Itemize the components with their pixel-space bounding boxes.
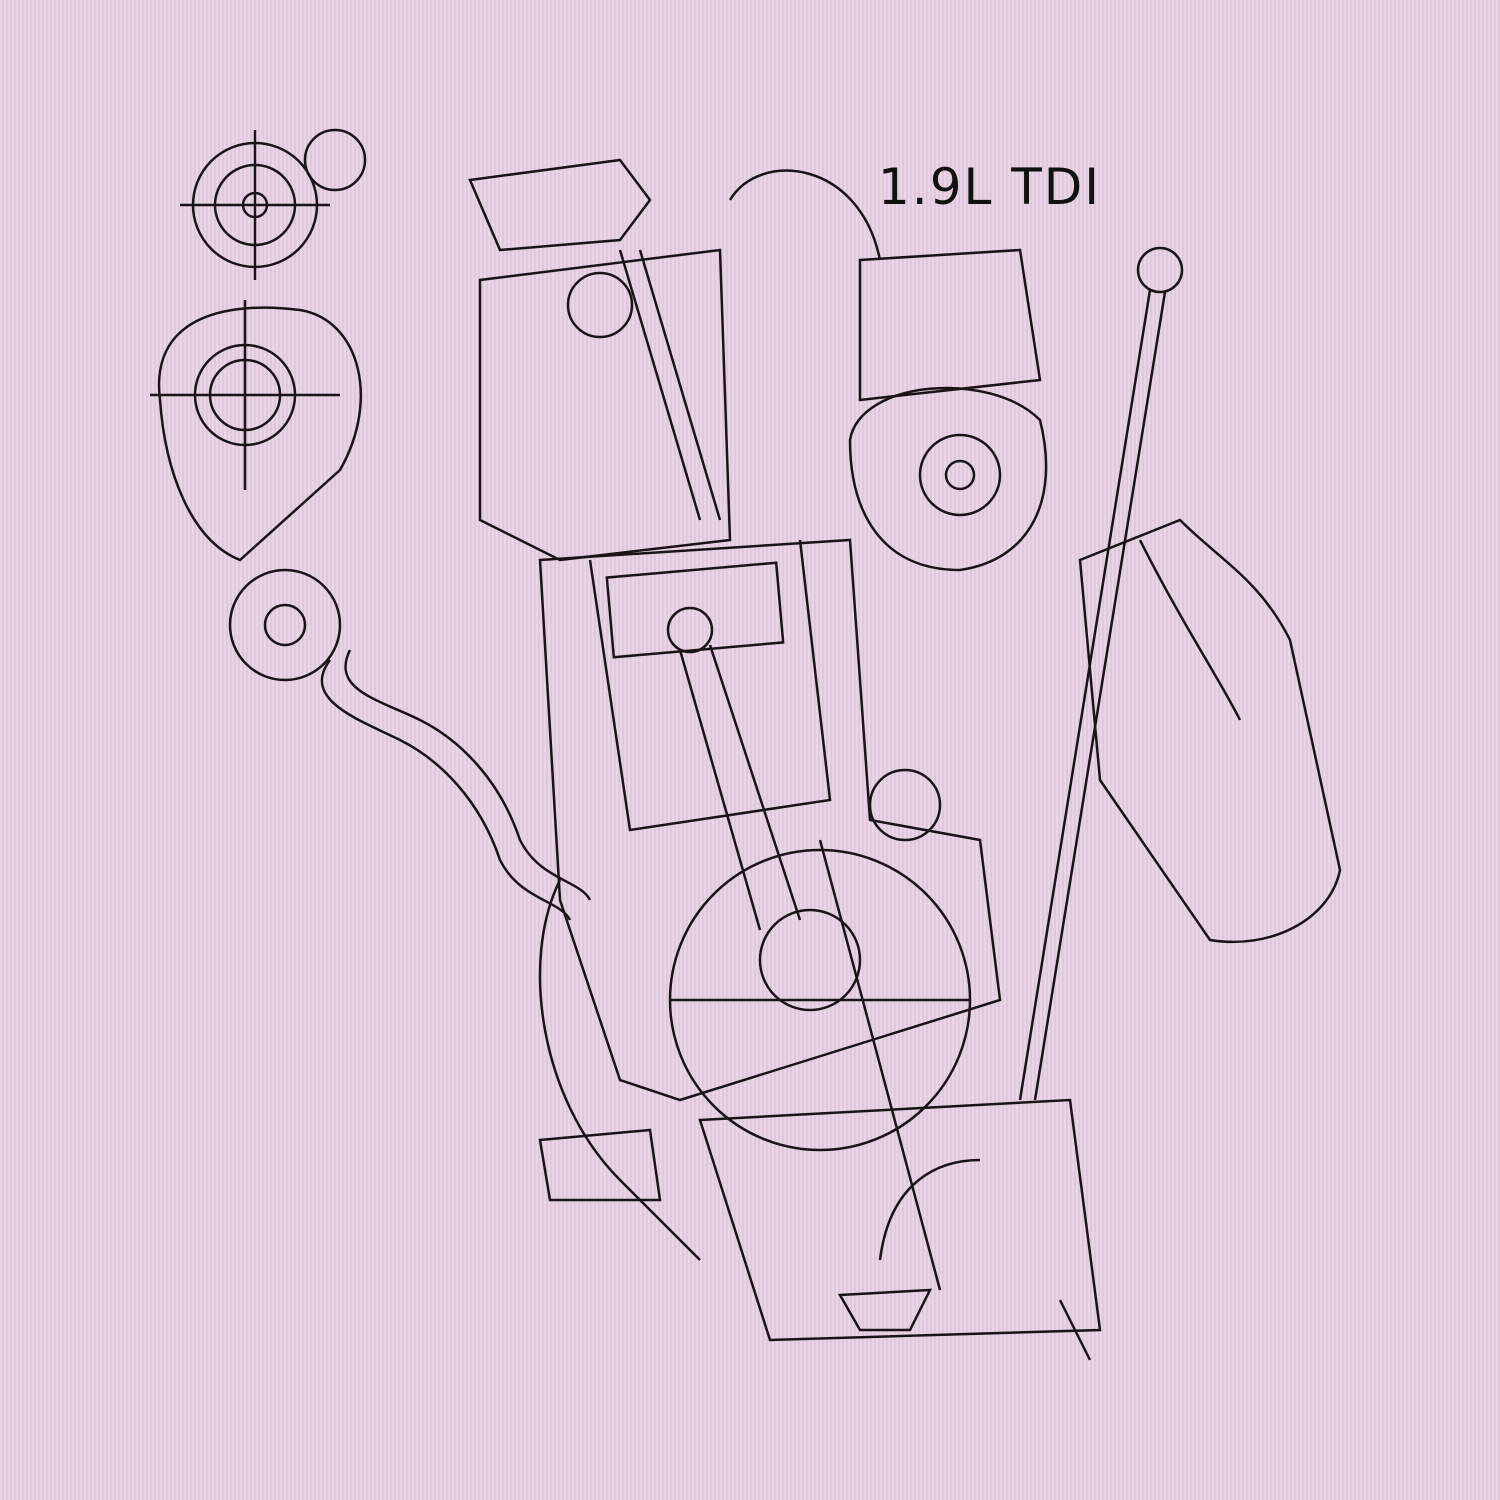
dipstick (1018, 246, 1184, 1101)
pulley-top-left (191, 128, 367, 269)
oil-filter (1078, 518, 1342, 944)
engine-block (538, 538, 1002, 1152)
cylinder-head (468, 158, 882, 562)
tensioner-pulley (157, 306, 362, 682)
coolant-hose (320, 649, 592, 921)
oil-pan (698, 1098, 1102, 1361)
engine-label: 1.9L TDI (878, 158, 1102, 216)
timing-cover (538, 879, 701, 1261)
construction-lines (150, 130, 970, 1291)
injection-pump (848, 248, 1048, 572)
